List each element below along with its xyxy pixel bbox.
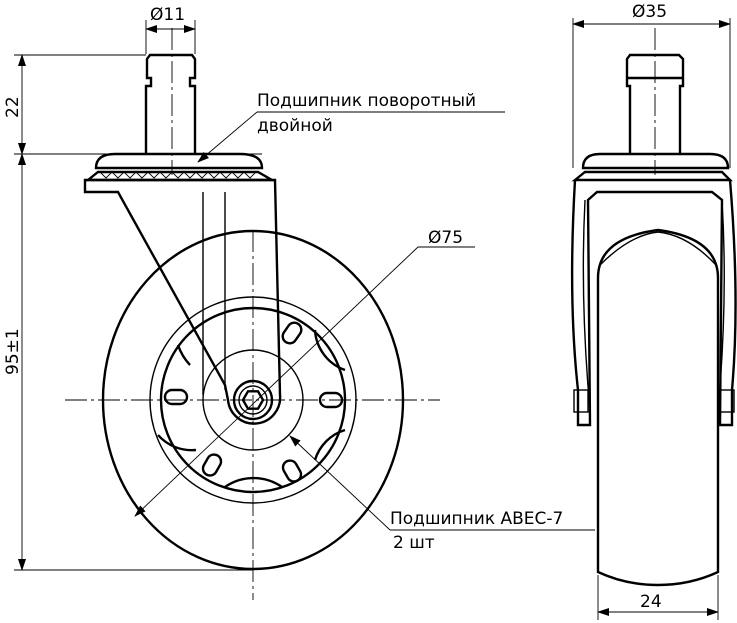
dim-stem-height: 22 xyxy=(3,96,23,118)
front-view: Ø11 22 95±1 Ø75 Подшипник поворотный дво… xyxy=(3,5,595,600)
side-wheel xyxy=(596,228,720,587)
callout-swivel-bearing-1: Подшипник поворотный xyxy=(257,91,476,111)
dim-wheel-width: 24 xyxy=(640,592,662,612)
callout-wheel-bearing-2: 2 шт xyxy=(393,533,435,553)
swivel-bearing xyxy=(94,152,264,170)
stem xyxy=(144,53,197,154)
dim-wheel-diameter: Ø75 xyxy=(428,228,463,248)
fork xyxy=(83,178,282,425)
callout-wheel-bearing-1: Подшипник ABEC-7 xyxy=(390,509,563,529)
dim-stem-diameter: Ø11 xyxy=(150,5,185,25)
dim-total-height: 95±1 xyxy=(3,328,23,375)
callout-swivel-bearing-2: двойной xyxy=(257,116,333,136)
hub-spokes xyxy=(157,321,346,488)
dim-outer-width: Ø35 xyxy=(632,2,667,22)
side-view: Ø35 24 xyxy=(570,2,737,620)
side-fork xyxy=(570,179,737,427)
side-stem xyxy=(625,53,685,154)
